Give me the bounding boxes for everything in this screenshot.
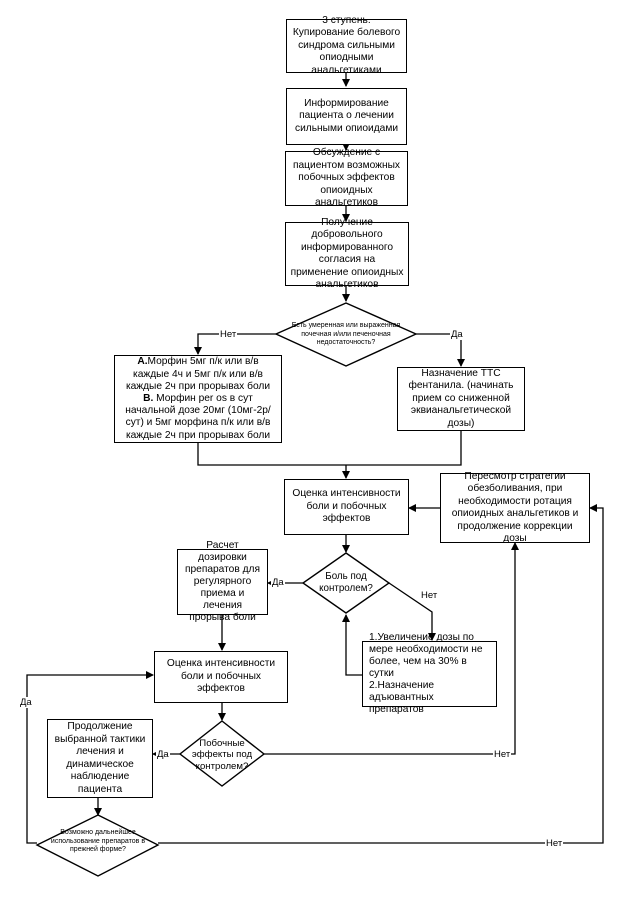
assess1-text: Оценка интенсивности боли и побочных эфф… xyxy=(292,488,401,525)
decision-side-text: Побочные эффекты под контролем? xyxy=(191,737,253,772)
increase-item-2: 2.Назначение адъювантных препаратов xyxy=(369,680,435,715)
label-failure-yes: Да xyxy=(450,329,464,340)
morphine-a-text: Морфин 5мг п/к или в/в каждые 4ч и 5мг п… xyxy=(125,356,271,392)
increase-box: 1.Увеличение дозы по мере необходимости … xyxy=(362,632,497,715)
arrow-increase-pain xyxy=(342,614,362,676)
inform-text: Информирование пациента о лечении сильны… xyxy=(294,97,399,134)
arrow-further-yes xyxy=(26,671,154,844)
discuss-box: Обсуждение с пациентом возможных побочны… xyxy=(285,147,408,208)
label-further-yes: Да xyxy=(19,697,33,708)
assess1-box: Оценка интенсивности боли и побочных эфф… xyxy=(284,479,409,535)
continue-box: Продолжение выбранной тактики лечения и … xyxy=(47,719,153,798)
decision-pain-diamond xyxy=(301,552,391,614)
label-side-yes: Да xyxy=(156,749,170,760)
label-further-no: Нет xyxy=(545,838,564,849)
decision-failure-text: Есть умеренная или выраженная почечная и… xyxy=(291,322,401,347)
arrow-failure-no xyxy=(194,333,276,355)
increase-item-1: 1.Увеличение дозы по мере необходимости … xyxy=(369,632,483,679)
step3-text: 3 ступень. Купирование болевого синдрома… xyxy=(292,14,401,76)
decision-further-text: Возможно дальнейшее использование препар… xyxy=(50,828,146,854)
decision-side-diamond xyxy=(178,720,266,787)
consent-box: Получение добровольного информированного… xyxy=(285,217,409,290)
assess2-box: Оценка интенсивности боли и побочных эфф… xyxy=(154,651,288,703)
tts-text: Назначение ТТС фентанила. (начинать прие… xyxy=(408,367,514,429)
tts-box: Назначение ТТС фентанила. (начинать прие… xyxy=(397,367,525,431)
decision-pain-text: Боль под контролем? xyxy=(319,571,373,594)
review-box: Пересмотр стратегии обезболивания, при н… xyxy=(440,470,590,545)
calc-text: Расчет дозировки препаратов для регулярн… xyxy=(184,540,260,623)
arrow-pain-no xyxy=(388,582,436,641)
label-side-no: Нет xyxy=(493,749,512,760)
decision-further-diamond xyxy=(35,814,160,877)
discuss-text: Обсуждение с пациентом возможных побочны… xyxy=(293,147,400,209)
morphine-b-label: В. xyxy=(143,392,154,404)
morphine-option-b: В. Морфин per os в сут начальной дозе 20… xyxy=(119,393,277,442)
step3-box: 3 ступень. Купирование болевого синдрома… xyxy=(286,15,407,76)
morphine-option-a: А.Морфин 5мг п/к или в/в каждые 4ч и 5мг… xyxy=(119,356,277,393)
line-morphine-merge xyxy=(197,431,462,466)
label-pain-no: Нет xyxy=(420,590,439,601)
arrow-side-no xyxy=(264,542,519,755)
review-text: Пересмотр стратегии обезболивания, при н… xyxy=(451,470,579,545)
label-pain-yes: Да xyxy=(271,577,285,588)
consent-text: Получение добровольного информированного… xyxy=(290,216,404,291)
label-failure-no: Нет xyxy=(219,329,238,340)
calc-box: Расчет дозировки препаратов для регулярн… xyxy=(177,540,268,623)
inform-box: Информирование пациента о лечении сильны… xyxy=(286,88,407,145)
morphine-a-label: А. xyxy=(137,356,148,368)
morphine-b-text: Морфин per os в сут начальной дозе 20мг … xyxy=(125,392,271,441)
arrow-further-no xyxy=(158,504,604,844)
continue-text: Продолжение выбранной тактики лечения и … xyxy=(54,721,146,795)
assess2-text: Оценка интенсивности боли и побочных эфф… xyxy=(166,658,276,695)
decision-failure-diamond xyxy=(274,302,418,367)
morphine-box: А.Морфин 5мг п/к или в/в каждые 4ч и 5мг… xyxy=(114,355,282,443)
